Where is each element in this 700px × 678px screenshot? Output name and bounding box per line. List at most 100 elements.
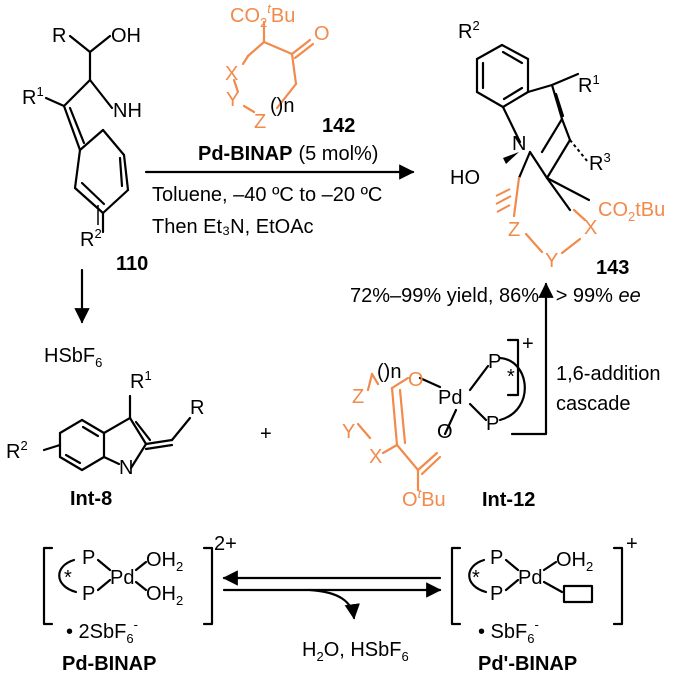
catalyst-name: Pd-BINAP — [198, 143, 292, 165]
carbonyl-o-pd-label: O — [437, 421, 453, 443]
substituent-R1: R — [578, 75, 592, 97]
superscript: 1 — [36, 84, 43, 99]
svg-text:R3: R3 — [589, 150, 611, 175]
catalyst-loading: (5 mol%) — [298, 143, 378, 165]
nitrogen-label: N — [119, 457, 133, 479]
subscript: 6 — [527, 631, 534, 646]
phosphorus-top-label: P — [490, 547, 503, 569]
x-label: X — [369, 446, 382, 468]
svg-text:R1: R1 — [578, 72, 600, 97]
compound-number-143: 143 — [596, 257, 629, 279]
aqua-ligand-top: OH — [146, 549, 176, 571]
substituent-R2: R — [458, 21, 472, 43]
svg-text:OtBu: OtBu — [402, 486, 446, 511]
subscript: 2 — [316, 649, 323, 664]
pd-binap-complex: P P Pd * OH2 OH2 2+ • 2SbF6- Pd-BINAP — [42, 533, 237, 675]
ring-size-n-label: ()n — [270, 95, 294, 117]
substituent-R2: R — [6, 441, 20, 463]
substituent-R: R — [52, 25, 66, 47]
svg-text:H2O, HSbF6: H2O, HSbF6 — [302, 639, 409, 664]
nh-label: NH — [113, 100, 142, 122]
z-label: Z — [254, 111, 266, 133]
chiral-star: * — [507, 366, 515, 388]
subscript: 6 — [401, 649, 408, 664]
enolate-o-label: O — [408, 369, 424, 391]
pd-prime-binap-label: Pd'-BINAP — [478, 653, 577, 675]
nitrogen-label: N — [512, 133, 526, 155]
subscript: 2 — [260, 15, 267, 30]
x-label: X — [584, 217, 597, 239]
byproduct-arrow — [308, 588, 360, 620]
substituent-R2: R — [80, 229, 94, 251]
ring-size-n-label: ()n — [377, 361, 401, 383]
y-label: Y — [545, 250, 558, 272]
int-12: ()n O Pd P P * + O Z Y X OtBu Int-12 — [342, 333, 535, 511]
palladium-label: Pd — [518, 567, 542, 589]
ester-suffix: Bu — [421, 489, 445, 511]
aqua-ligand: OH — [556, 549, 586, 571]
ester-label: CO — [598, 199, 628, 221]
svg-text:R2: R2 — [458, 18, 480, 43]
svg-text:OH2: OH2 — [556, 549, 593, 574]
product-143: R2 R1 N R3 HO CO2tBu X Z Y 143 72%–99% y… — [350, 18, 665, 307]
svg-text:R1: R1 — [130, 368, 152, 393]
charge-label: + — [626, 533, 638, 555]
svg-text:• SbF6-: • SbF6- — [478, 617, 539, 646]
counterion-label: • 2SbF — [66, 621, 126, 643]
reagent-142: CO2tBu O X Y Z ()n 142 — [225, 1, 355, 137]
z-label: Z — [352, 386, 364, 408]
conditions-line-2: Then Et₃N, EtOAc — [152, 216, 314, 238]
subscript: 2 — [176, 593, 183, 608]
subscript: 2 — [628, 209, 635, 224]
subscript: 6 — [126, 631, 133, 646]
superscript: 2 — [20, 438, 27, 453]
compound-number-110: 110 — [116, 253, 148, 275]
y-label: Y — [226, 89, 239, 111]
pd-prime-binap-complex: P P Pd * OH2 + • SbF6- Pd'-BINAP — [450, 533, 638, 675]
palladium-label: Pd — [438, 387, 462, 409]
int-12-label: Int-12 — [482, 489, 535, 511]
chiral-star: * — [472, 567, 480, 589]
superscript: t — [267, 1, 272, 16]
y-label: Y — [342, 421, 355, 443]
cascade-line-2: cascade — [556, 393, 631, 415]
yield-text: 72%–99% yield, 86%– > 99% — [350, 285, 619, 307]
svg-text:CO2tBu: CO2tBu — [230, 1, 295, 30]
substituent-R1: R — [22, 87, 36, 109]
phosphorus-top-label: P — [488, 351, 501, 373]
hydroxyl-label: OH — [111, 25, 141, 47]
pd-binap-label: Pd-BINAP — [62, 653, 156, 675]
svg-text:Pd-BINAP(5 mol%): Pd-BINAP (5 mol%) — [198, 143, 378, 165]
superscript: - — [134, 617, 138, 632]
substituent-R3: R — [589, 153, 603, 175]
hydroxyl-label: HO — [450, 167, 480, 189]
superscript: 3 — [603, 150, 610, 165]
byproduct-label: H — [302, 639, 316, 661]
tert-butoxy-label: O — [402, 489, 418, 511]
superscript: 2 — [472, 18, 479, 33]
svg-text:R2: R2 — [80, 226, 102, 251]
svg-text:OH2: OH2 — [146, 549, 183, 574]
chiral-star: * — [64, 567, 72, 589]
svg-text:HSbF6: HSbF6 — [44, 345, 102, 370]
compound-number-142: 142 — [322, 115, 355, 137]
svg-text:R1: R1 — [22, 84, 44, 109]
svg-text:72%–99% yield, 86%– > 99% ee: 72%–99% yield, 86%– > 99% ee — [350, 285, 641, 307]
svg-text:OH2: OH2 — [146, 583, 183, 608]
superscript: 1 — [592, 72, 599, 87]
superscript: - — [534, 617, 538, 632]
phosphorus-bottom-label: P — [490, 583, 503, 605]
palladium-label: Pd — [110, 567, 134, 589]
charge-label: + — [522, 333, 534, 355]
phosphorus-top-label: P — [82, 547, 95, 569]
conditions-line-1: Toluene, –40 ºC to –20 ºC — [152, 184, 382, 206]
byproduct-suffix: O, HSbF — [324, 639, 402, 661]
aqua-ligand-bottom: OH — [146, 583, 176, 605]
acid-reagent: HSbF — [44, 345, 95, 367]
charge-label: 2+ — [214, 533, 237, 555]
substituent-R1: R — [130, 371, 144, 393]
cascade-line-1: 1,6-addition — [556, 363, 661, 385]
subscript: 2 — [586, 559, 593, 574]
subscript: 2 — [176, 559, 183, 574]
